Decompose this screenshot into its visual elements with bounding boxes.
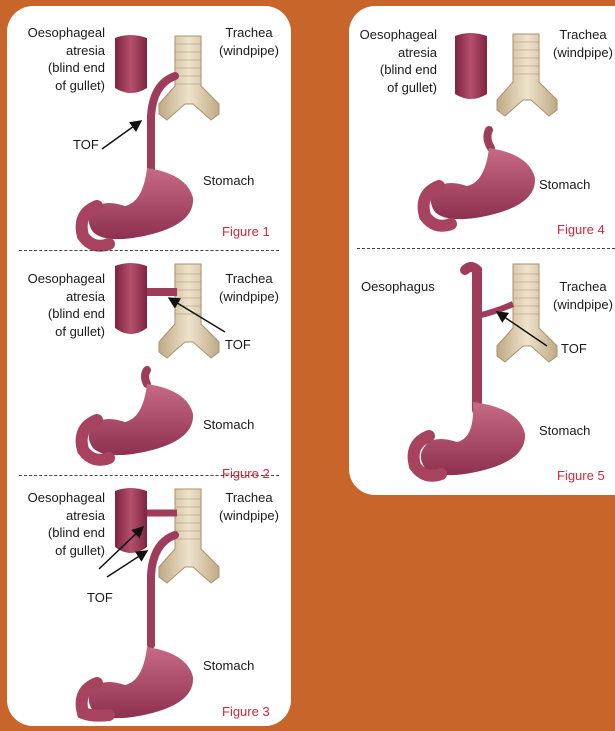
panel-divider (357, 248, 615, 249)
label-line: Trachea (211, 270, 287, 288)
figure-caption: Figure 5 (557, 468, 605, 483)
label-line: Oesophageal (353, 26, 437, 44)
label-line: of gullet) (17, 542, 105, 560)
stomach-label: Stomach (203, 172, 254, 190)
tof-arrow (102, 121, 141, 149)
figure-caption: Figure 3 (222, 704, 270, 719)
tof-label: TOF (87, 589, 113, 607)
label-line: of gullet) (17, 323, 105, 341)
stomach-label: Stomach (203, 657, 254, 675)
label-line: Trachea (211, 489, 287, 507)
right-card: Oesophageal atresia (blind end of gullet… (349, 6, 615, 495)
panel-figure-1: Oesophageal atresia (blind end of gullet… (7, 6, 291, 246)
atresia-pouch (115, 488, 147, 553)
label-line: Trachea (545, 278, 615, 296)
stomach-shape (431, 148, 535, 219)
trachea-label: Trachea (windpipe) (545, 26, 615, 61)
trachea-label: Trachea (windpipe) (211, 270, 287, 305)
tof-label: TOF (225, 336, 251, 354)
label-line: Trachea (545, 26, 615, 44)
panel-divider (19, 250, 279, 251)
label-line: (windpipe) (545, 44, 615, 62)
label-line: of gullet) (353, 79, 437, 97)
figure-caption: Figure 4 (557, 222, 605, 237)
stomach-shape (89, 384, 193, 455)
label-line: (blind end (17, 305, 105, 323)
label-line: Trachea (211, 24, 287, 42)
atresia-pouch (455, 33, 487, 99)
tof-connection (477, 304, 513, 316)
oesophagus-label: Oesophagus (361, 278, 435, 296)
label-line: atresia (17, 507, 105, 525)
lower-oesophagus (487, 130, 491, 148)
label-line: (blind end (17, 59, 105, 77)
atresia-label: Oesophageal atresia (blind end of gullet… (353, 26, 437, 96)
stomach-label: Stomach (203, 416, 254, 434)
figure-caption: Figure 1 (222, 224, 270, 239)
label-line: atresia (353, 44, 437, 62)
label-line: (blind end (17, 524, 105, 542)
stomach-label: Stomach (539, 176, 590, 194)
stomach-label: Stomach (539, 422, 590, 440)
label-line: of gullet) (17, 77, 105, 95)
label-line: (blind end (353, 61, 437, 79)
trachea-label: Trachea (windpipe) (545, 278, 615, 313)
stomach-shape (89, 168, 193, 239)
trachea-label: Trachea (windpipe) (211, 24, 287, 59)
stomach-shape (89, 647, 193, 718)
tof-label: TOF (73, 136, 99, 154)
panel-figure-3: Oesophageal atresia (blind end of gullet… (7, 477, 291, 726)
tof-label: TOF (561, 340, 587, 358)
trachea-label: Trachea (windpipe) (211, 489, 287, 524)
label-line: (windpipe) (545, 296, 615, 314)
lower-tof-oesophagus (151, 535, 175, 645)
panel-figure-2: Oesophageal atresia (blind end of gullet… (7, 252, 291, 482)
oesophagus-shape (465, 267, 477, 410)
atresia-label: Oesophageal atresia (blind end of gullet… (17, 270, 105, 340)
atresia-label: Oesophageal atresia (blind end of gullet… (17, 24, 105, 94)
left-card: Oesophageal atresia (blind end of gullet… (7, 6, 291, 726)
panel-figure-4: Oesophageal atresia (blind end of gullet… (349, 6, 615, 246)
label-line: (windpipe) (211, 42, 287, 60)
label-line: Oesophageal (17, 489, 105, 507)
label-line: atresia (17, 288, 105, 306)
atresia-pouch (115, 35, 147, 93)
stomach-shape (421, 402, 525, 475)
panel-divider (19, 475, 279, 476)
label-line: Oesophageal (17, 270, 105, 288)
label-line: atresia (17, 42, 105, 60)
panel-figure-5: Oesophagus Trachea (windpipe) TOF Stomac… (349, 250, 615, 495)
lower-oesophagus (145, 370, 147, 384)
label-line: (windpipe) (211, 507, 287, 525)
atresia-pouch (115, 263, 147, 334)
label-line: (windpipe) (211, 288, 287, 306)
atresia-label: Oesophageal atresia (blind end of gullet… (17, 489, 105, 559)
label-line: Oesophageal (17, 24, 105, 42)
